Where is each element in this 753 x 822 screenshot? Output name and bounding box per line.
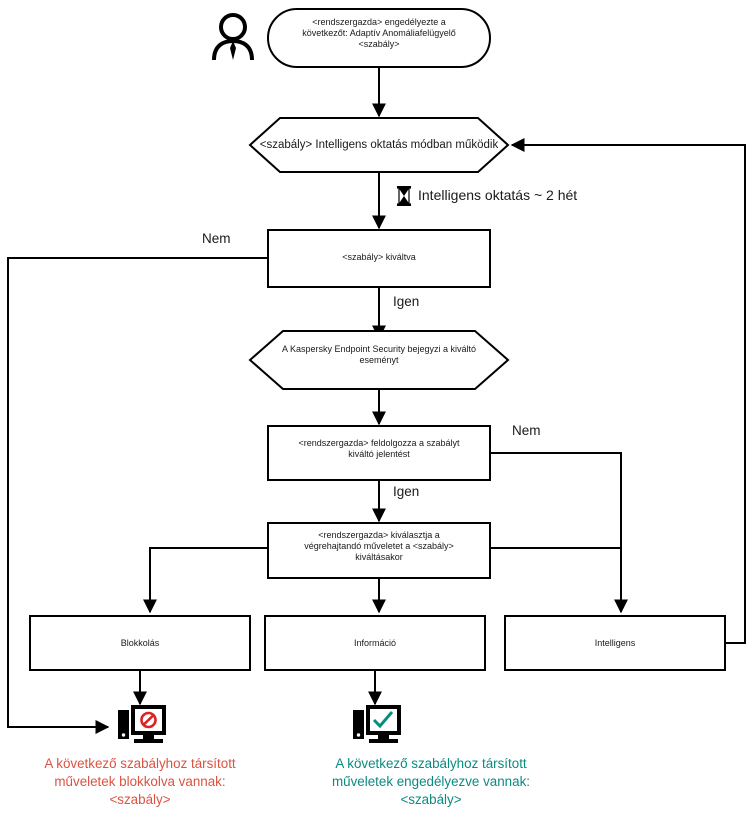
outcome-blocked-caption: A következő szabályhoz társított művelet… <box>44 756 236 808</box>
action-block-shape <box>29 615 251 671</box>
edge-label-yes-rule-triggered: Igen <box>393 294 420 309</box>
admin-selects-action-shape <box>267 522 491 579</box>
edge-report-no <box>490 452 628 614</box>
edge-label-no-rule-triggered: Nem <box>202 231 231 246</box>
edge-label-yes-report: Igen <box>393 484 420 499</box>
computer-allowed-icon <box>353 705 401 743</box>
action-inform-shape <box>264 615 486 671</box>
kes-logs-event-shape <box>248 330 510 390</box>
smart-training-duration-note: Intelligens oktatás ~ 2 hét <box>418 187 578 203</box>
edge-label-no-report: Nem <box>512 423 541 438</box>
action-smart-shape <box>504 615 726 671</box>
rule-triggered-shape <box>267 229 491 288</box>
admin-enabled-rule-shape <box>267 8 491 68</box>
hourglass-icon <box>397 186 411 206</box>
admin-processes-report-shape <box>267 425 491 481</box>
edge-smart-loopback <box>510 138 746 644</box>
outcome-allowed-caption: A következő szabályhoz társított művelet… <box>331 756 530 808</box>
smart-training-mode-shape <box>248 117 510 173</box>
person-icon-tie <box>230 41 236 60</box>
edge-select-to-block <box>143 547 268 614</box>
computer-blocked-icon <box>118 705 166 743</box>
edge-rule-triggered-no <box>7 257 268 734</box>
